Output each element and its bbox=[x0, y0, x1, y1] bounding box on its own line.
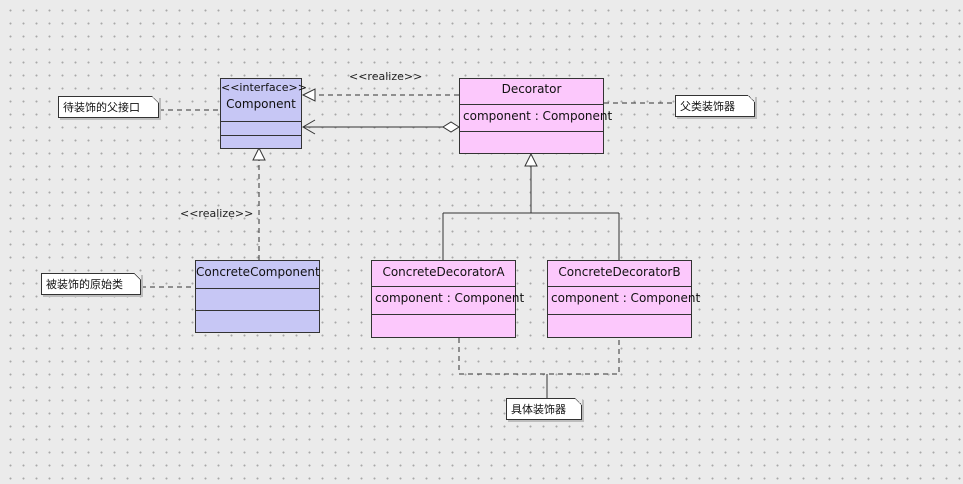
component-attributes-section bbox=[221, 121, 301, 135]
component-interface-class[interactable]: <<interface>> Component bbox=[220, 78, 307, 149]
note-parent-interface-text: 待装饰的父接口 bbox=[63, 101, 140, 114]
realize-arrowhead-top bbox=[301, 88, 316, 102]
note-fold-icon bbox=[748, 95, 755, 102]
concrete-decorator-a-operations-section bbox=[372, 314, 515, 315]
realize-label-left: <<realize>> bbox=[180, 207, 254, 220]
realize-label-top: <<realize>> bbox=[349, 70, 423, 83]
note-original-class-text: 被装饰的原始类 bbox=[46, 278, 123, 291]
concrete-decorator-a-class-name: ConcreteDecoratorA bbox=[382, 265, 505, 279]
concrete-component-attributes-section bbox=[196, 288, 319, 310]
note-fold-icon bbox=[134, 273, 141, 280]
concrete-decorator-a-attribute: component : Component bbox=[372, 286, 524, 314]
concrete-decorator-b-class-name: ConcreteDecoratorB bbox=[558, 265, 681, 279]
note-fold-icon bbox=[152, 96, 159, 103]
note-original-class[interactable]: 被装饰的原始类 bbox=[41, 273, 141, 295]
decorator-attribute: component : Component bbox=[460, 104, 612, 131]
component-operations-section bbox=[221, 135, 301, 136]
aggregation-diamond bbox=[442, 121, 460, 133]
note-parent-interface[interactable]: 待装饰的父接口 bbox=[58, 96, 159, 118]
component-stereotype: <<interface>> bbox=[221, 81, 307, 94]
concrete-decorator-a-class[interactable]: ConcreteDecoratorA component : Component bbox=[371, 260, 524, 338]
note-concrete-decorators-text: 具体装饰器 bbox=[511, 403, 566, 416]
concrete-component-operations-section bbox=[196, 310, 319, 311]
realize-arrowhead-left bbox=[252, 146, 266, 161]
note-parent-decorator[interactable]: 父类装饰器 bbox=[675, 95, 755, 117]
note-parent-decorator-text: 父类装饰器 bbox=[680, 100, 735, 113]
concrete-decorator-b-class[interactable]: ConcreteDecoratorB component : Component bbox=[547, 260, 700, 338]
inheritance-arrowhead bbox=[524, 152, 538, 167]
aggregation-arrowhead bbox=[302, 119, 316, 135]
decorator-operations-section bbox=[460, 131, 603, 132]
decorator-class-name: Decorator bbox=[501, 82, 562, 96]
concrete-decorator-b-attribute: component : Component bbox=[548, 286, 700, 314]
concrete-component-class[interactable]: ConcreteComponent bbox=[195, 260, 320, 333]
component-class-name: Component bbox=[226, 97, 296, 111]
note-concrete-decorators[interactable]: 具体装饰器 bbox=[506, 398, 582, 420]
note-connector-concrete-decorators bbox=[458, 338, 620, 375]
concrete-decorator-b-operations-section bbox=[548, 314, 691, 315]
decorator-class[interactable]: Decorator component : Component bbox=[459, 78, 612, 154]
concrete-component-class-name: ConcreteComponent bbox=[196, 265, 320, 279]
note-fold-icon bbox=[575, 398, 582, 405]
